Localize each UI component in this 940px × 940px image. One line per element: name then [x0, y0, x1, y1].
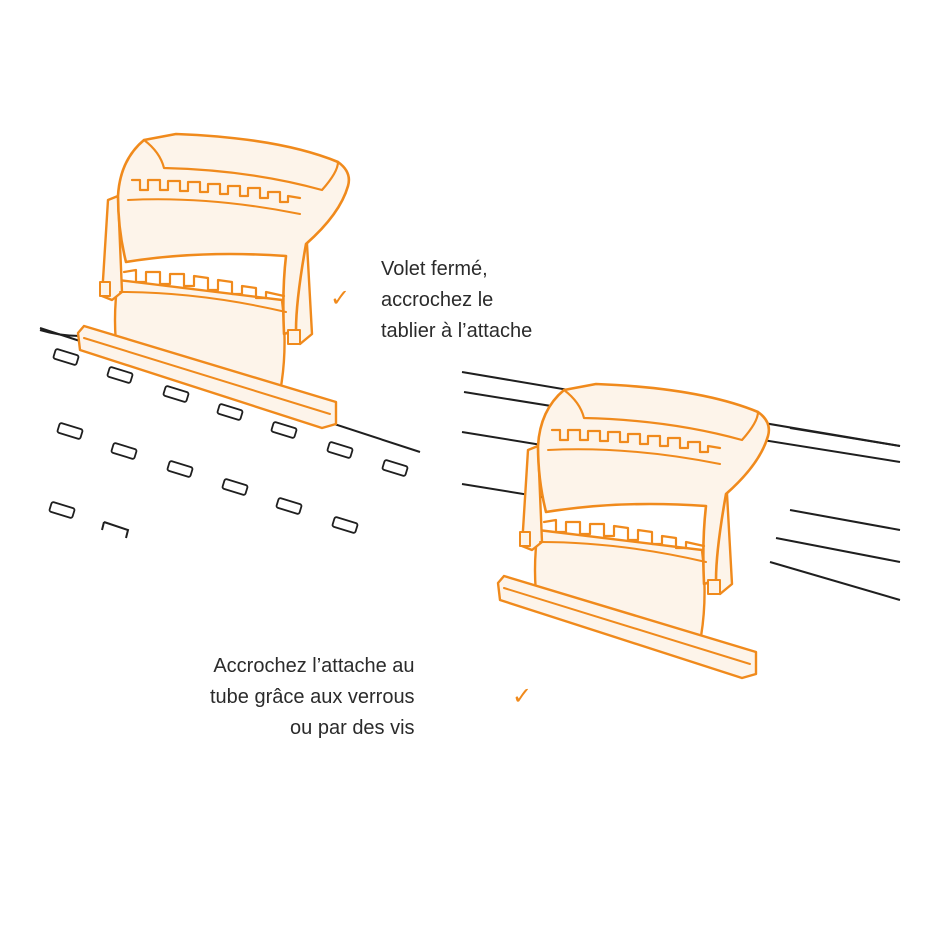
- caption-step-2: Accrochez l’attache au tube grâce aux ve…: [210, 651, 415, 744]
- caption-step-1-line-1: Volet fermé,: [381, 258, 488, 280]
- shutter-slat: [39, 327, 421, 539]
- check-mark-icon: ✓: [512, 683, 533, 710]
- caption-step-2-line-2: tube grâce aux verrous: [210, 686, 415, 708]
- caption-step-2-line-1: Accrochez l’attache au: [213, 655, 415, 677]
- caption-step-1-line-2: accrochez le: [381, 289, 494, 311]
- shutter-clip-on-slat: [76, 132, 351, 430]
- caption-step-1-line-3: tablier à l’attache: [381, 320, 533, 342]
- shutter-clip-on-tube: [496, 382, 771, 680]
- caption-step-1: Volet fermé, accrochez le tablier à l’at…: [381, 254, 532, 347]
- check-mark-icon: ✓: [330, 285, 351, 312]
- caption-step-2-line-3: ou par des vis: [290, 717, 415, 739]
- slat-slots: [48, 348, 409, 539]
